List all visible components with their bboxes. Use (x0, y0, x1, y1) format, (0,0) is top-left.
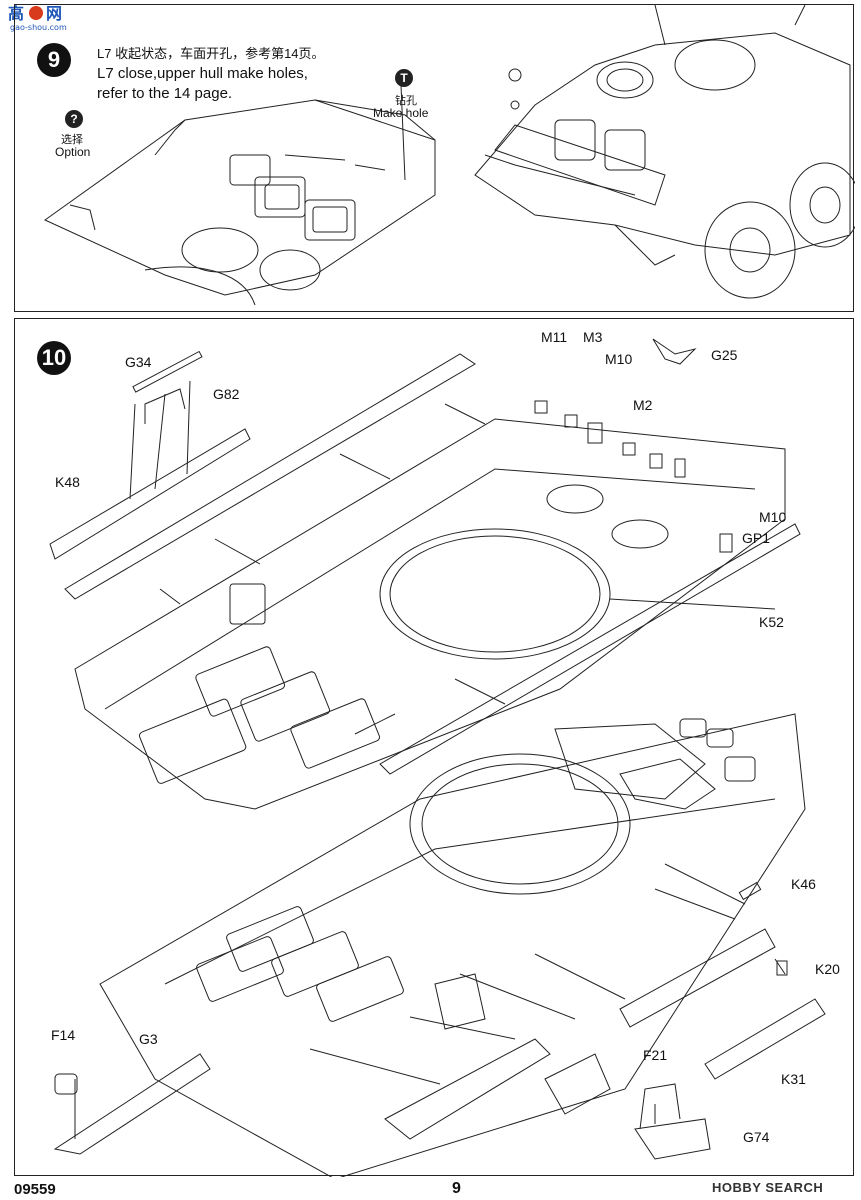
option-label-cn: 选择 (61, 134, 83, 146)
part-label-g25: G25 (711, 347, 738, 363)
svg-text:高: 高 (8, 4, 24, 23)
part-label-m2: M2 (633, 397, 653, 413)
part-label-k46: K46 (791, 876, 816, 892)
watermark: HOBBY SEARCH (712, 1180, 824, 1195)
drill-icon: T (395, 69, 413, 87)
step-9-instruction-cn: L7 收起状态，车面开孔，参考第14页。 (97, 46, 325, 61)
page-number: 9 (452, 1180, 461, 1197)
product-code: 09559 (14, 1181, 56, 1198)
part-label-g3: G3 (139, 1031, 158, 1047)
part-label-g74: G74 (743, 1129, 770, 1145)
drill-label-cn: 钻孔 (395, 95, 417, 107)
step-9-instruction-en-2: refer to the 14 page. (97, 85, 233, 102)
drill-label-en: Make hole (373, 106, 429, 120)
part-label-k52: K52 (759, 614, 784, 630)
option-icon: ? (65, 110, 83, 128)
part-label-m11: M11 (541, 329, 568, 345)
part-label-k20: K20 (815, 961, 840, 977)
part-label-k48: K48 (55, 474, 80, 490)
svg-text:网: 网 (46, 4, 62, 23)
option-label-en: Option (55, 145, 91, 159)
step-9-instruction-en-1: L7 close,upper hull make holes, (97, 65, 308, 82)
site-logo: 高 网 gao-shou.com (6, 2, 72, 32)
step-9-panel: 9 L7 收起状态，车面开孔，参考第14页。 L7 close,upper hu… (14, 4, 855, 312)
step-10-panel: 10 M11 M3 M10 G25 M2 M10 GP1 K52 G34 G82… (14, 318, 854, 1177)
step-9-number: 9 (37, 43, 71, 77)
step-10-number: 10 (37, 341, 71, 375)
part-label-g82: G82 (213, 386, 240, 402)
part-label-k31: K31 (781, 1071, 806, 1087)
part-label-f14: F14 (51, 1027, 76, 1043)
step-10-illustration (49, 338, 826, 1177)
step-9-illustration (44, 5, 855, 306)
part-label-f21: F21 (643, 1047, 668, 1063)
part-label-g34: G34 (125, 354, 152, 370)
part-label-m10-top: M10 (605, 351, 633, 367)
part-label-m10-right: M10 (759, 509, 787, 525)
part-label-gp1: GP1 (742, 530, 771, 546)
logo-url: gao-shou.com (10, 23, 67, 32)
part-label-m3: M3 (583, 329, 603, 345)
